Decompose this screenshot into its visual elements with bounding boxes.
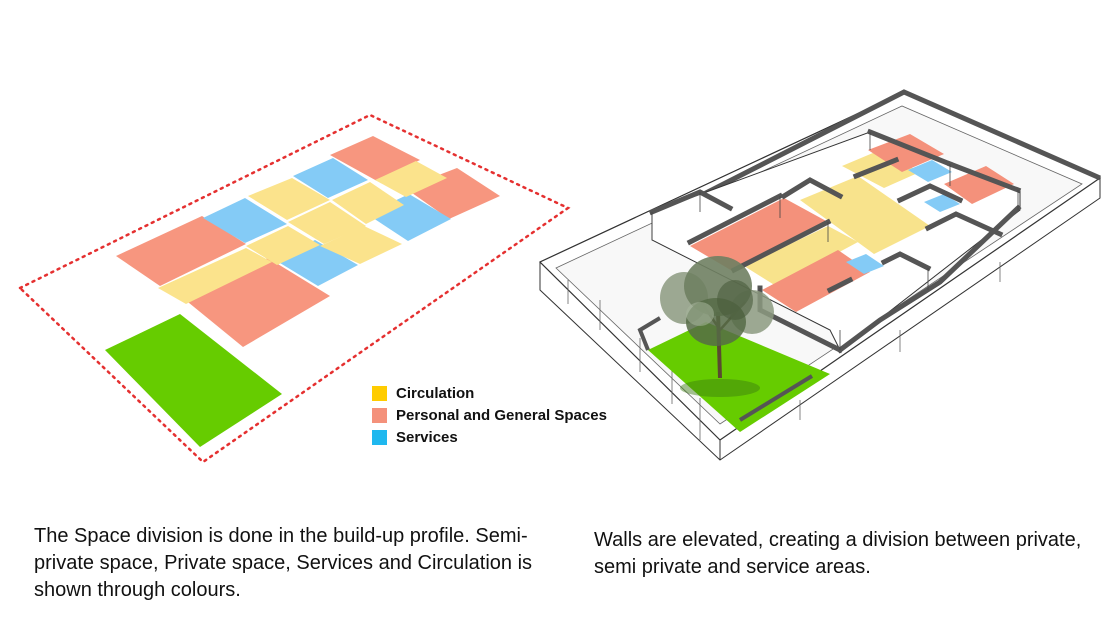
caption-elevated-walls: Walls are elevated, creating a division … [594, 529, 1082, 578]
axonometric-plan [538, 89, 1102, 461]
legend-swatch [372, 385, 387, 401]
legend-swatch [372, 429, 387, 445]
service-floor [908, 160, 952, 182]
garden-block [105, 314, 282, 447]
circulation-block [320, 226, 402, 264]
lawn [648, 322, 830, 432]
legend: Circulation Personal and General Spaces … [372, 382, 607, 448]
legend-label: Personal and General Spaces [396, 406, 607, 424]
room-floor [762, 250, 870, 312]
lawn-side-wall [637, 316, 662, 351]
corridor-floor [842, 150, 920, 188]
lawn-edge-wall [738, 374, 814, 422]
legend-item-personal-spaces: Personal and General Spaces [372, 404, 607, 426]
legend-swatch [372, 407, 387, 423]
personal-block [116, 216, 246, 286]
corridor-floor [744, 226, 858, 286]
circulation-block [246, 226, 320, 265]
service-floor [846, 254, 884, 274]
room-floor [868, 134, 944, 172]
circulation-block [332, 182, 404, 224]
corridor-floor [800, 176, 930, 254]
site-boundary [17, 113, 571, 464]
room-floor [944, 166, 1014, 204]
space-division-diagrams [17, 89, 1102, 464]
circulation-block [158, 248, 272, 304]
circulation-block [248, 178, 330, 220]
tree [660, 256, 774, 397]
circulation-spaces [158, 161, 447, 304]
legend-item-services: Services [372, 426, 607, 448]
legend-label: Services [396, 428, 458, 446]
personal-block [183, 258, 330, 347]
caption-space-division: The Space division is done in the build-… [34, 525, 533, 601]
outer-wall-cap [698, 89, 1102, 199]
legend-label: Circulation [396, 384, 475, 402]
legend-item-circulation: Circulation [372, 382, 607, 404]
service-block [293, 158, 368, 198]
circulation-block [375, 161, 447, 197]
wall-panels [567, 262, 1001, 440]
zoning-diagram [17, 113, 571, 464]
room-floor [690, 198, 828, 272]
service-block [203, 198, 287, 243]
circulation-block [288, 202, 366, 244]
